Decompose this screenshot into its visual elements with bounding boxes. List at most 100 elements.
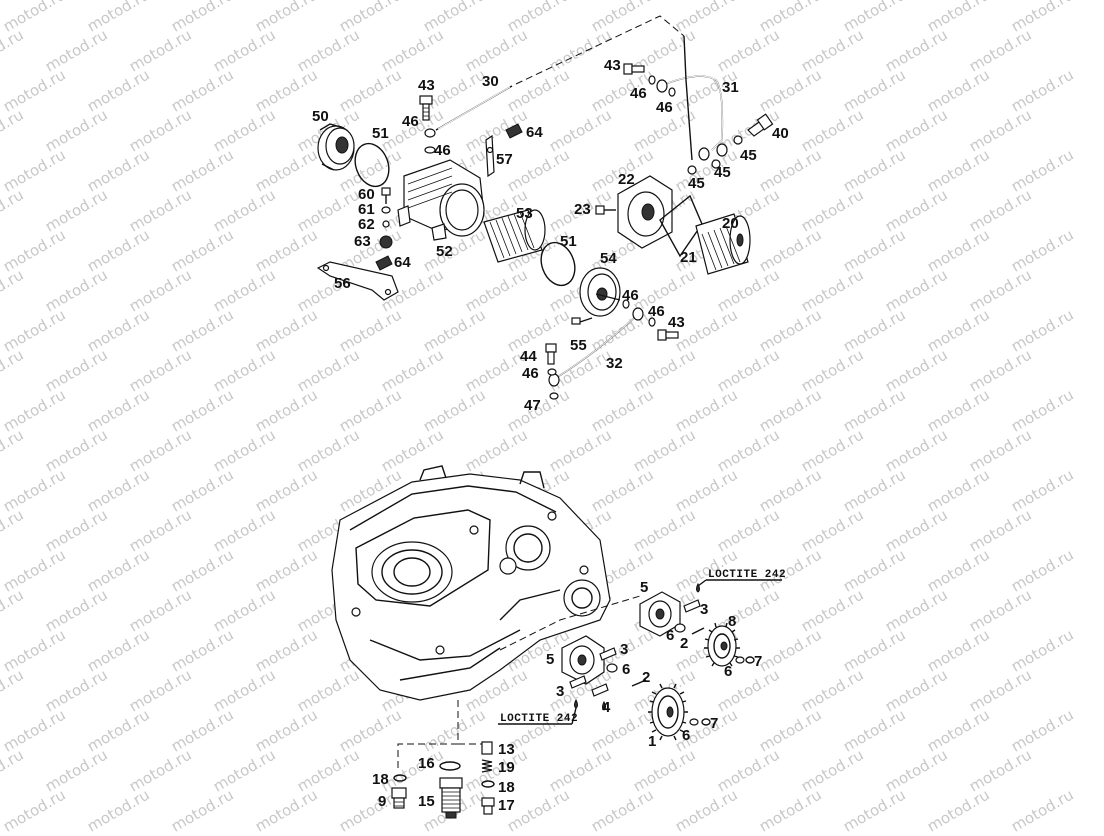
callout-23: 23 — [574, 201, 591, 218]
callout-5: 5 — [640, 579, 648, 596]
callout-8: 8 — [728, 613, 736, 630]
callout-56: 56 — [334, 275, 351, 292]
callout-7: 7 — [710, 715, 718, 732]
callout-46: 46 — [622, 287, 639, 304]
callout-30: 30 — [482, 73, 499, 90]
part-13-plug — [481, 741, 493, 755]
crankcase — [331, 465, 611, 701]
part-15-strainer — [439, 777, 463, 819]
callout-6: 6 — [622, 661, 630, 678]
part-64-clip — [375, 255, 393, 271]
callout-21: 21 — [680, 249, 697, 266]
part-43-bolt — [623, 63, 645, 75]
loctite-note-bottom: LOCTITE 242 — [500, 713, 578, 725]
callout-46: 46 — [656, 99, 673, 116]
part-46-washer — [648, 317, 656, 327]
part-43-bolt — [419, 95, 433, 121]
callout-6: 6 — [666, 627, 674, 644]
part-64-clip — [505, 123, 523, 139]
callout-60: 60 — [358, 186, 375, 203]
callout-43: 43 — [604, 57, 621, 74]
part-51-oring — [540, 241, 576, 287]
callout-55: 55 — [570, 337, 587, 354]
callout-46: 46 — [434, 142, 451, 159]
part-18-washer — [481, 780, 495, 788]
callout-45: 45 — [714, 164, 731, 181]
leader-dashed — [397, 700, 459, 770]
callout-57: 57 — [496, 151, 513, 168]
part-46-washer — [622, 299, 630, 309]
callout-46: 46 — [648, 303, 665, 320]
part-45-washer — [687, 165, 697, 175]
part-63-plug — [379, 235, 393, 249]
leader-dashed-30 — [515, 15, 685, 85]
part-50-cover — [317, 123, 355, 171]
part-17-plug — [481, 797, 495, 815]
part-51-oring — [354, 142, 390, 188]
callout-45: 45 — [740, 147, 757, 164]
callout-44: 44 — [520, 348, 537, 365]
part-23-bolt — [595, 205, 616, 215]
part-6-washer — [689, 718, 699, 726]
part-6-washer — [606, 663, 618, 673]
part-16-oring — [439, 761, 461, 771]
part-2-pin — [691, 627, 705, 635]
callout-52: 52 — [436, 243, 453, 260]
part-2-pin — [631, 679, 647, 687]
part-55-bolt — [571, 317, 593, 325]
loctite-leader — [571, 707, 577, 725]
callout-43: 43 — [668, 314, 685, 331]
part-8-gear — [704, 622, 740, 667]
part-6-washer — [735, 656, 745, 664]
part-47-washer — [549, 392, 559, 400]
callout-3: 3 — [556, 683, 564, 700]
part-18-washer — [393, 774, 407, 782]
part-3-bolt — [569, 675, 587, 689]
callout-22: 22 — [618, 171, 635, 188]
part-3-bolt — [599, 647, 617, 661]
callout-5: 5 — [546, 651, 554, 668]
callout-45: 45 — [688, 175, 705, 192]
callout-47: 47 — [524, 397, 541, 414]
callout-46: 46 — [630, 85, 647, 102]
part-57-bracket — [485, 134, 495, 178]
part-45-washer — [733, 135, 743, 145]
callout-54: 54 — [600, 250, 617, 267]
callout-16: 16 — [418, 755, 435, 772]
part-45-washer — [711, 159, 721, 169]
callout-64: 64 — [526, 124, 543, 141]
callout-15: 15 — [418, 793, 435, 810]
part-7-clip — [745, 656, 755, 664]
callout-64: 64 — [394, 254, 411, 271]
callout-31: 31 — [722, 79, 739, 96]
part-31-oil-pipe — [656, 35, 728, 161]
part-52-filter-housing — [397, 159, 485, 241]
callout-7: 7 — [754, 653, 762, 670]
part-53-filter-element — [483, 209, 546, 263]
callout-63: 63 — [354, 233, 371, 250]
part-1-gear — [648, 683, 688, 741]
callout-32: 32 — [606, 355, 623, 372]
part-30-dipstick — [435, 85, 513, 131]
callout-4: 4 — [602, 699, 611, 716]
loctite-note-top: LOCTITE 242 — [708, 569, 786, 581]
callout-3: 3 — [700, 601, 708, 618]
callout-13: 13 — [498, 741, 515, 758]
callout-46: 46 — [522, 365, 539, 382]
part-46-washer — [424, 146, 436, 154]
part-46-washer — [668, 87, 676, 97]
callout-61: 61 — [358, 201, 375, 218]
callout-50: 50 — [312, 108, 329, 125]
part-9-plug — [391, 787, 407, 809]
callout-17: 17 — [498, 797, 515, 814]
callout-18: 18 — [498, 779, 515, 796]
part-62-washer — [382, 220, 390, 228]
part-56-plate — [316, 261, 399, 301]
callout-6: 6 — [724, 663, 732, 680]
part-20-filter — [695, 213, 751, 275]
part-43-bolt — [657, 329, 679, 341]
callout-18: 18 — [372, 771, 389, 788]
callout-51: 51 — [560, 233, 577, 250]
callout-6: 6 — [682, 727, 690, 744]
